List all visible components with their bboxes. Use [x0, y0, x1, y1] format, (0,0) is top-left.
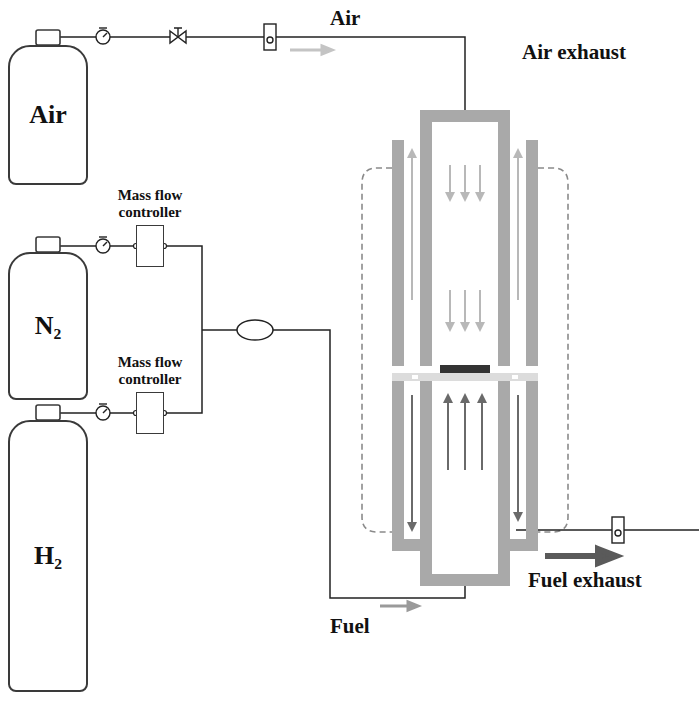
outer-tube-wall [498, 539, 538, 551]
furnace-outline [362, 168, 392, 532]
flow-meter [264, 24, 624, 543]
flow-label: Fuel exhaust [528, 568, 642, 593]
fitting-dot [134, 244, 167, 416]
fuel-flow-arrows [412, 395, 518, 530]
air-direction-arrow [290, 46, 332, 54]
outer-tube-wall [392, 140, 404, 366]
pressure-gauge [96, 28, 110, 420]
tube-wall [420, 110, 432, 366]
mass-flow-controller: Mass flow controller [136, 225, 164, 267]
fuel-direction-arrow [380, 602, 418, 610]
gas-pipe [164, 246, 202, 413]
gas-cylinder: Air [8, 45, 88, 185]
furnace-outline [538, 168, 568, 532]
mass-flow-controller: Mass flow controller [136, 392, 164, 434]
exhaust-direction-arrow [545, 549, 616, 563]
fuel-pipe [273, 330, 465, 598]
air-flow-arrows [412, 150, 518, 330]
flow-label: Fuel [330, 614, 370, 639]
exhaust-pipe [516, 529, 699, 531]
cylinder-valve [36, 30, 60, 45]
outer-tube-wall [392, 539, 432, 551]
tube-wall [420, 574, 510, 586]
cell [440, 365, 490, 373]
seal-gap [412, 375, 418, 379]
gas-cylinder: N₂ [8, 252, 88, 400]
outer-tube-wall [392, 381, 404, 551]
gas-mixer [237, 320, 273, 340]
gas-name: N₂ [35, 311, 62, 341]
gas-line [48, 413, 136, 420]
flow-label: Air [330, 6, 360, 31]
device-label: Mass flow controller [104, 354, 196, 389]
cylinder-valve [36, 405, 60, 420]
gas-cylinder: H₂ [8, 420, 88, 692]
gas-name: H₂ [34, 541, 62, 571]
air-pipe [60, 37, 465, 110]
tube-wall [498, 381, 510, 586]
cylinder-valve [36, 237, 60, 252]
tube-wall [498, 110, 510, 366]
tube-wall [420, 110, 510, 122]
electrolyte [392, 373, 538, 381]
outer-tube-wall [526, 381, 538, 551]
gas-name: Air [29, 100, 67, 130]
gas-pipe [202, 329, 237, 331]
needle-valve [174, 28, 182, 37]
tube-wall [420, 381, 432, 586]
outer-tube-wall [526, 140, 538, 366]
flow-label: Air exhaust [522, 40, 626, 65]
device-label: Mass flow controller [104, 187, 196, 222]
seal-gap [512, 375, 518, 379]
